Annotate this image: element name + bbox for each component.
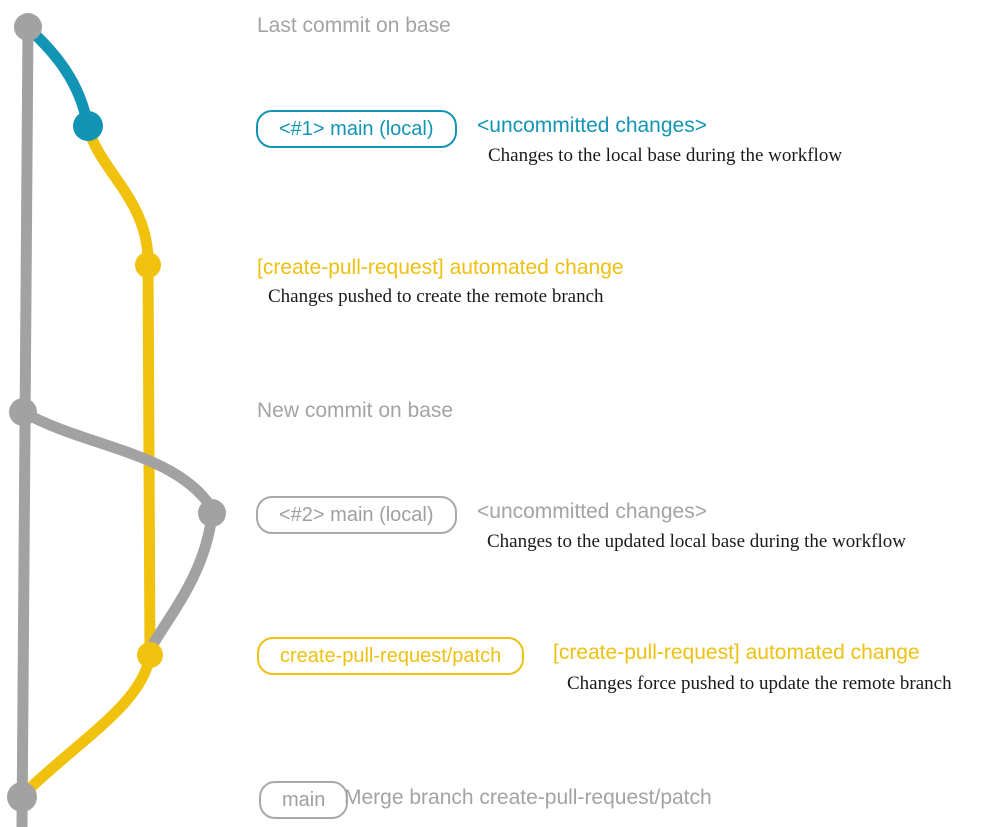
- branch-badge-main: main: [259, 781, 349, 819]
- branch-badge-create-pull-request-patch: create-pull-request/patch: [257, 637, 525, 675]
- caption-updated-local-base-changes: Changes to the updated local base during…: [487, 531, 906, 552]
- label-merge-branch: Merge branch create-pull-request/patch: [344, 786, 712, 809]
- heading-uncommitted-changes-2: <uncommitted changes>: [477, 500, 707, 523]
- commit-graph: [7, 13, 226, 827]
- caption-force-pushed-update-remote: Changes force pushed to update the remot…: [567, 673, 952, 694]
- commit-node-merge: [7, 782, 37, 812]
- commit-node-main-local-2: [198, 499, 226, 527]
- commit-node-automated-2: [137, 642, 163, 668]
- base-branch-line: [16, 21, 34, 827]
- branch-badge-main-local-2: <#2> main (local): [256, 496, 457, 534]
- heading-automated-change-2: [create-pull-request] automated change: [553, 641, 920, 664]
- gray-rebase-curve-in: [146, 509, 218, 652]
- gray-rebase-curve-out: [17, 406, 217, 513]
- commit-node-last-base: [14, 13, 42, 41]
- heading-automated-change-1: [create-pull-request] automated change: [257, 256, 624, 279]
- commit-node-main-local-1: [73, 111, 103, 141]
- label-new-commit-on-base: New commit on base: [257, 399, 454, 422]
- yellow-branch-line: [82, 121, 156, 661]
- commit-node-new-base: [9, 398, 37, 426]
- commit-node-automated-1: [135, 252, 161, 278]
- yellow-merge-curve: [20, 649, 156, 798]
- caption-pushed-create-remote: Changes pushed to create the remote bran…: [268, 286, 604, 307]
- caption-local-base-changes: Changes to the local base during the wor…: [488, 145, 843, 166]
- blue-branch-curve: [22, 21, 94, 133]
- heading-uncommitted-changes-1: <uncommitted changes>: [477, 114, 707, 137]
- branch-badge-main-local-1: <#1> main (local): [256, 110, 457, 148]
- label-last-commit-on-base: Last commit on base: [257, 14, 451, 37]
